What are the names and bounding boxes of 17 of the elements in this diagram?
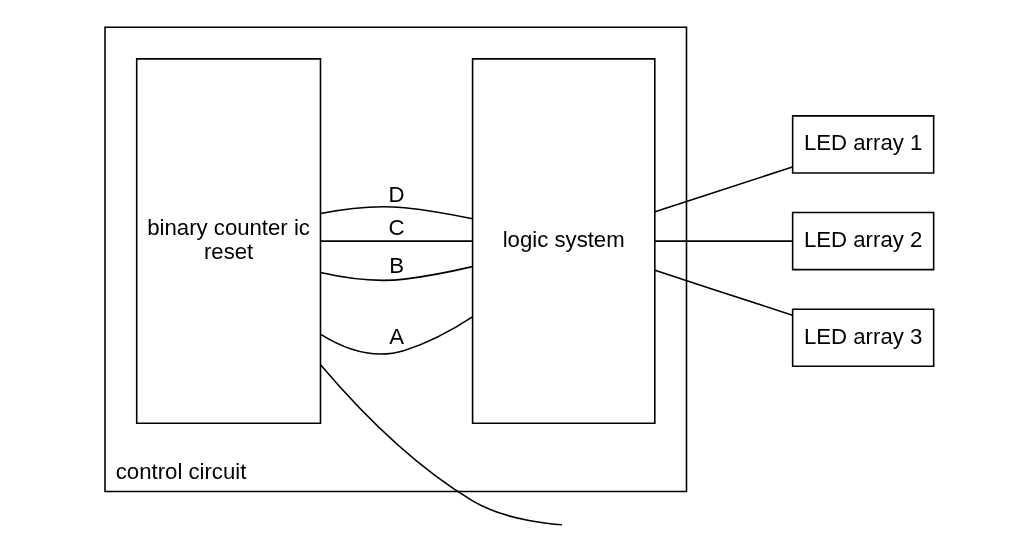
- connector: [653, 240, 793, 242]
- edge-label: C: [388, 215, 405, 241]
- node-box: LED array 3: [791, 308, 934, 368]
- node-box: LED array 2: [791, 211, 934, 271]
- node-box: binary counter ic reset: [135, 58, 321, 425]
- edge-label: D: [388, 181, 405, 207]
- connector: [653, 269, 793, 316]
- edge-label: B: [388, 253, 404, 279]
- node-box: logic system: [471, 58, 656, 425]
- connector: [319, 316, 473, 355]
- node-box: LED array 1: [791, 115, 934, 174]
- connector: [319, 205, 473, 220]
- connector: [319, 265, 473, 282]
- edge-label: A: [388, 324, 404, 350]
- connector: [319, 240, 473, 242]
- connector: [319, 364, 563, 526]
- connector: [653, 166, 793, 213]
